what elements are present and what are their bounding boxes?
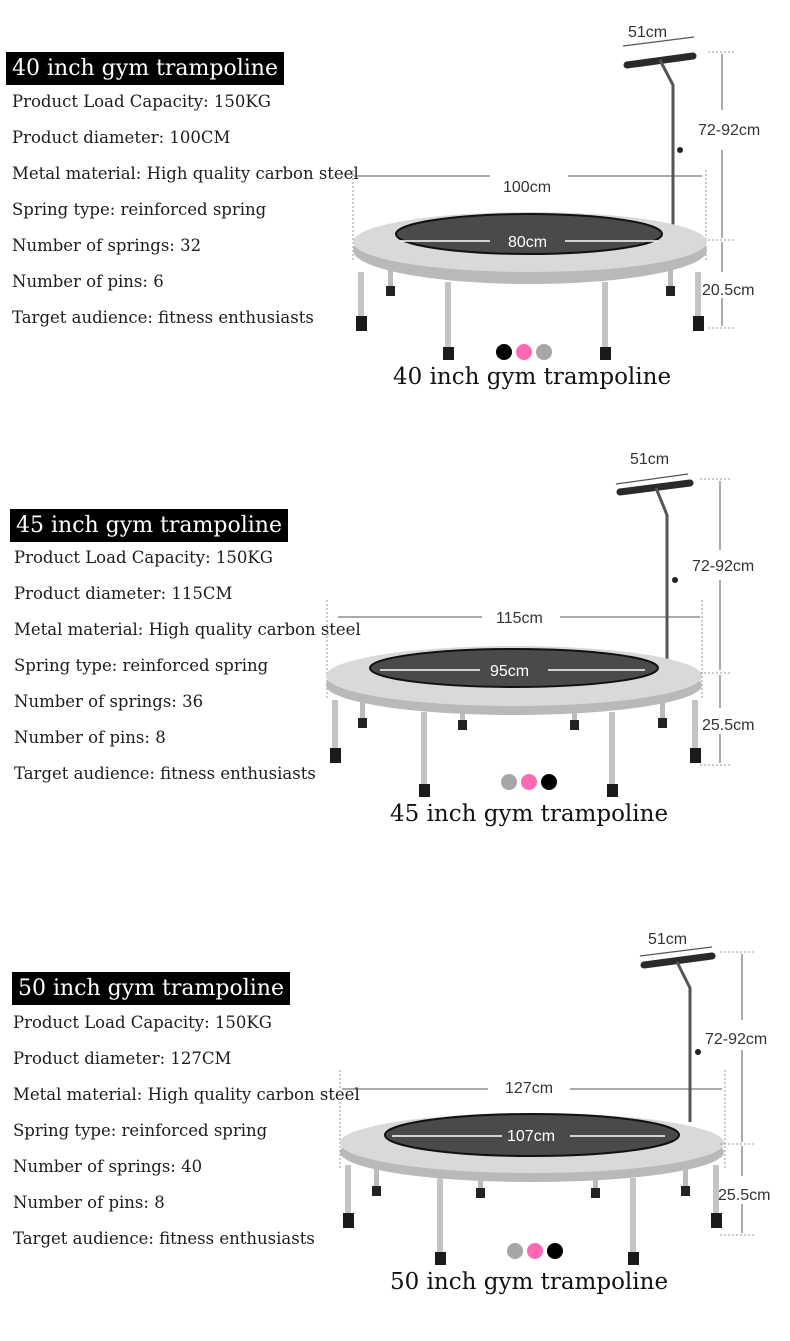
color-swatch-black[interactable] [541, 774, 557, 790]
dim-frame-height: 25.5cm [702, 717, 754, 734]
product-section-40-inch: 40 inch gym trampoline Product Load Capa… [0, 0, 790, 420]
dim-handle-height: 72-92cm [705, 1031, 767, 1048]
color-swatch-gray[interactable] [536, 344, 552, 360]
trampoline-diagram: 51cm 72-92cm 127cm 107cm 25.5cm [339, 931, 770, 1265]
trampoline-mat [384, 1113, 680, 1157]
product-title: 45 inch gym trampoline [10, 509, 288, 542]
color-swatch-pink[interactable] [521, 774, 537, 790]
spec-load-capacity: Product Load Capacity: 150KG [13, 1013, 272, 1032]
product-section-50-inch: 50 inch gym trampoline Product Load Capa… [0, 920, 790, 1341]
trampoline-diagram: 51cm 72-92cm 115cm 95cm 25.5cm [326, 451, 754, 797]
dim-mat-diameter: 80cm [508, 234, 547, 251]
dim-handle-width: 51cm [648, 931, 687, 948]
spec-metal-material: Metal material: High quality carbon stee… [12, 164, 359, 183]
spec-number-of-pins: Number of pins: 8 [14, 728, 166, 747]
dim-handle-height: 72-92cm [692, 558, 754, 575]
spec-number-of-pins: Number of pins: 6 [12, 272, 164, 291]
handle-grip [640, 952, 716, 969]
handle-pole [654, 487, 669, 670]
dim-frame-height: 20.5cm [702, 282, 754, 299]
color-options [507, 1243, 563, 1259]
product-caption: 50 inch gym trampoline [390, 1269, 669, 1295]
spec-load-capacity: Product Load Capacity: 150KG [14, 548, 273, 567]
trampoline-mat [395, 213, 663, 255]
product-caption: 45 inch gym trampoline [390, 801, 669, 827]
handle-grip [616, 479, 694, 496]
product-title: 40 inch gym trampoline [6, 52, 284, 85]
color-swatch-gray[interactable] [507, 1243, 523, 1259]
color-options [501, 774, 557, 790]
spec-number-of-pins: Number of pins: 8 [13, 1193, 165, 1212]
spec-target-audience: Target audience: fitness enthusiasts [12, 308, 314, 327]
color-swatch-pink[interactable] [516, 344, 532, 360]
product-section-45-inch: 45 inch gym trampoline Product Load Capa… [0, 440, 790, 860]
spec-number-of-springs: Number of springs: 36 [14, 692, 204, 711]
spec-number-of-springs: Number of springs: 32 [12, 236, 202, 255]
color-swatch-black[interactable] [547, 1243, 563, 1259]
handle-pole [658, 59, 675, 235]
spec-diameter: Product diameter: 115CM [14, 584, 233, 603]
spec-target-audience: Target audience: fitness enthusiasts [14, 764, 316, 783]
dim-frame-height: 25.5cm [718, 1187, 770, 1204]
dim-outer-diameter: 100cm [503, 179, 551, 196]
spec-diameter: Product diameter: 127CM [13, 1049, 232, 1068]
dim-outer-diameter: 115cm [496, 610, 543, 627]
dim-handle-width: 51cm [630, 451, 669, 468]
handle-pole [675, 961, 692, 1122]
spec-load-capacity: Product Load Capacity: 150KG [12, 92, 271, 111]
spec-spring-type: Spring type: reinforced spring [12, 200, 267, 219]
spec-spring-type: Spring type: reinforced spring [13, 1121, 268, 1140]
color-swatch-black[interactable] [496, 344, 512, 360]
dim-mat-diameter: 107cm [507, 1128, 555, 1145]
spec-list: Product Load Capacity: 150KG Product dia… [14, 540, 361, 792]
spec-diameter: Product diameter: 100CM [12, 128, 231, 147]
spec-list: Product Load Capacity: 150KG Product dia… [12, 84, 359, 336]
dim-handle-height: 72-92cm [698, 122, 760, 139]
color-options [496, 344, 552, 360]
dim-mat-diameter: 95cm [490, 663, 529, 680]
dim-outer-diameter: 127cm [505, 1080, 553, 1097]
spec-list: Product Load Capacity: 150KG Product dia… [13, 1005, 360, 1257]
spec-number-of-springs: Number of springs: 40 [13, 1157, 203, 1176]
spec-metal-material: Metal material: High quality carbon stee… [14, 620, 361, 639]
product-title: 50 inch gym trampoline [12, 972, 290, 1005]
spec-metal-material: Metal material: High quality carbon stee… [13, 1085, 360, 1104]
dim-handle-width: 51cm [628, 24, 667, 41]
trampoline-mat [369, 648, 659, 688]
trampoline-diagram: 51cm 72-92cm 100cm 80cm [352, 24, 760, 360]
spec-spring-type: Spring type: reinforced spring [14, 656, 269, 675]
product-caption: 40 inch gym trampoline [393, 364, 672, 390]
spec-target-audience: Target audience: fitness enthusiasts [13, 1229, 315, 1248]
color-swatch-gray[interactable] [501, 774, 517, 790]
color-swatch-pink[interactable] [527, 1243, 543, 1259]
